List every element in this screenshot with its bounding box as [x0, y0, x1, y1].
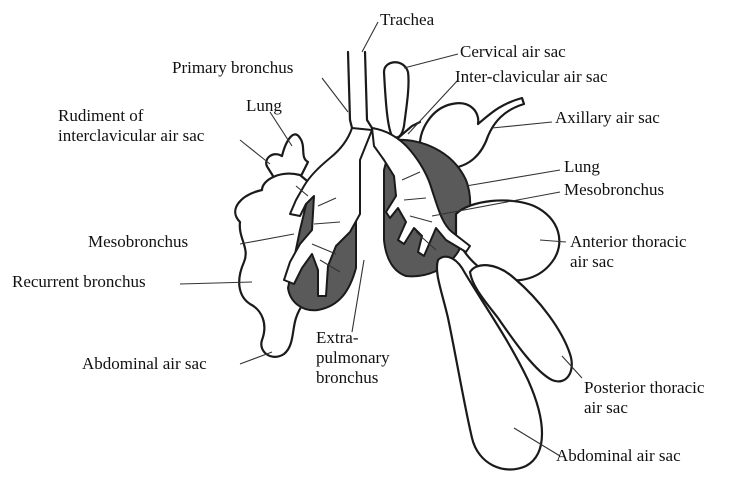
label-trachea: Trachea	[380, 10, 434, 30]
label-extrapulmonary-bronchus: Extra- pulmonary bronchus	[316, 328, 390, 388]
label-abdominal-air-sac-left: Abdominal air sac	[82, 354, 207, 374]
left-lung-system	[235, 128, 372, 357]
label-rudiment-interclavicular: Rudiment of interclavicular air sac	[58, 106, 204, 146]
label-axillary-air-sac: Axillary air sac	[555, 108, 660, 128]
label-mesobronchus-left: Mesobronchus	[88, 232, 188, 252]
cervical-air-sac	[384, 62, 409, 137]
leader-primary-bronchus	[322, 78, 348, 112]
label-posterior-thoracic-air-sac: Posterior thoracic air sac	[584, 378, 704, 418]
leader-cervical	[404, 54, 458, 68]
trachea	[348, 52, 372, 128]
label-primary-bronchus: Primary bronchus	[172, 58, 293, 78]
leader-abdominal-left	[240, 352, 272, 364]
label-inter-clavicular-air-sac: Inter-clavicular air sac	[455, 67, 608, 87]
leader-trachea	[362, 22, 378, 52]
label-abdominal-air-sac-right: Abdominal air sac	[556, 446, 681, 466]
label-anterior-thoracic-air-sac: Anterior thoracic air sac	[570, 232, 687, 272]
label-recurrent-bronchus: Recurrent bronchus	[12, 272, 146, 292]
label-mesobronchus-right: Mesobronchus	[564, 180, 664, 200]
leader-lung-right	[466, 170, 560, 186]
leader-axillary	[492, 122, 552, 128]
label-lung-left: Lung	[246, 96, 282, 116]
label-cervical-air-sac: Cervical air sac	[460, 42, 566, 62]
leader-lung-left	[270, 112, 292, 146]
label-lung-right: Lung	[564, 157, 600, 177]
leader-rudiment	[240, 140, 270, 164]
